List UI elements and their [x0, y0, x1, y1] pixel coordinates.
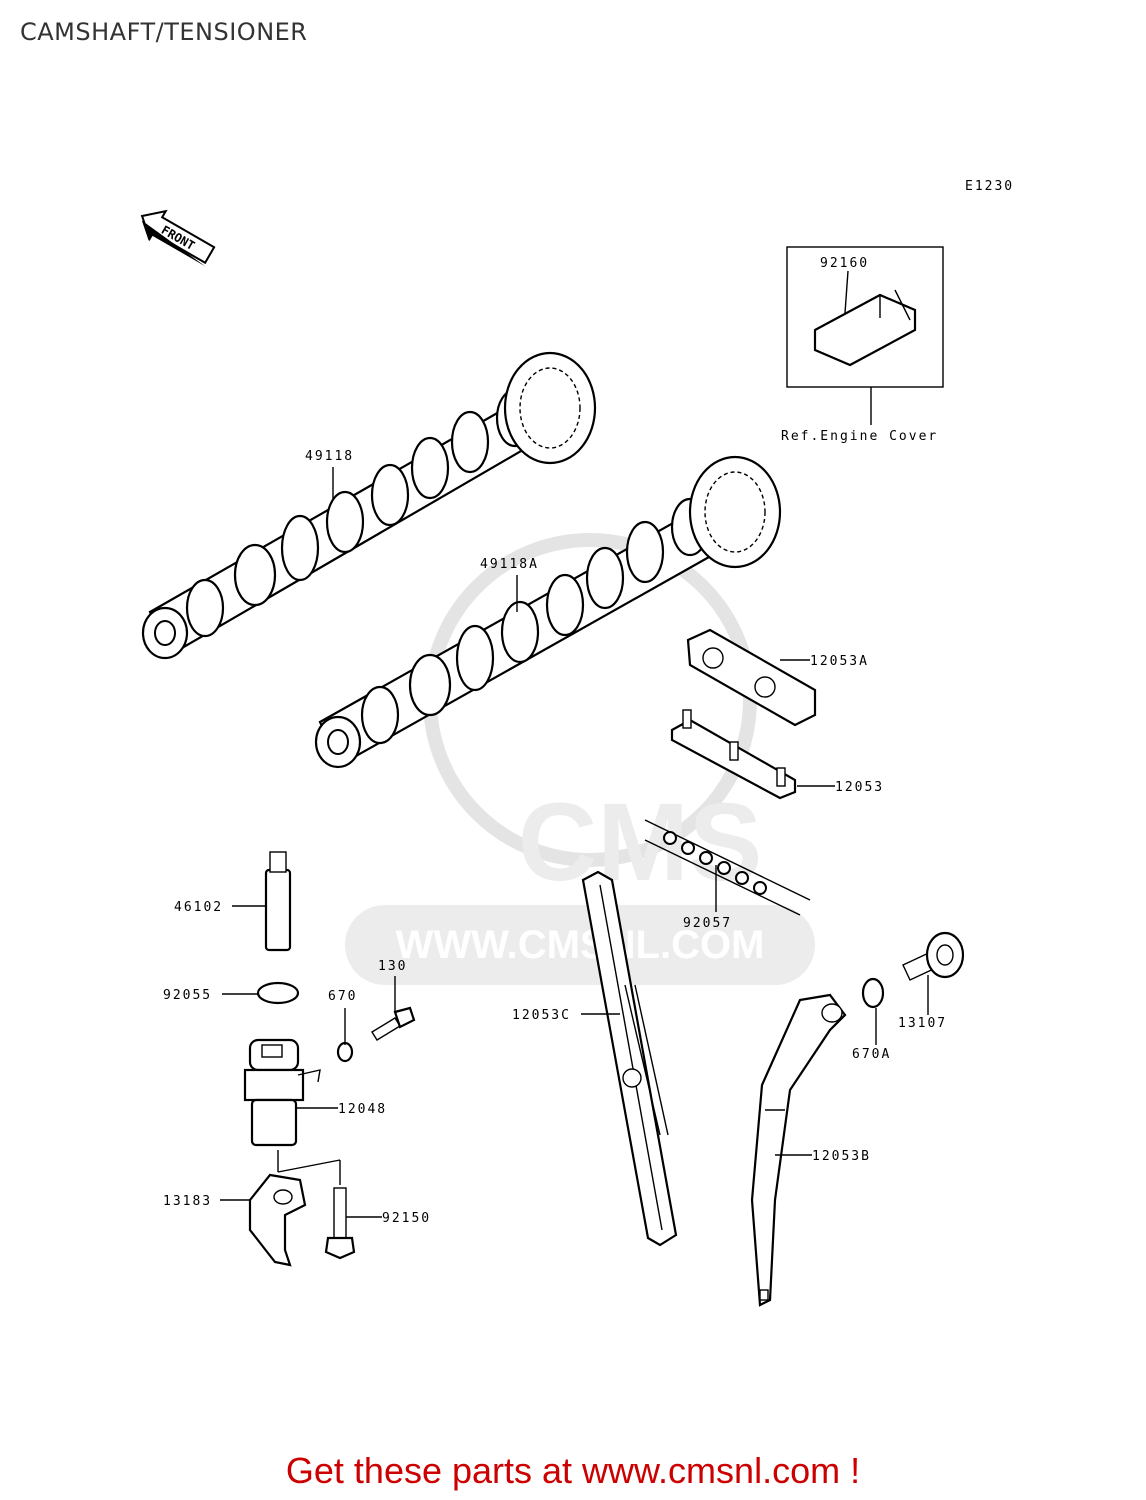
footer-cta[interactable]: Get these parts at www.cmsnl.com !	[285, 1450, 861, 1491]
tensioner-rod-46102	[264, 851, 292, 952]
part-label-12053: 12053	[835, 780, 884, 795]
bolt-92150	[324, 1187, 356, 1260]
front-arrow-icon: FRONT	[140, 209, 216, 267]
tensioner-body-12048	[243, 1038, 321, 1147]
part-label-12053B: 12053B	[812, 1149, 871, 1164]
chain-guide-12053	[670, 709, 797, 800]
chain-guide-12053B	[750, 993, 847, 1307]
part-label-12048: 12048	[338, 1102, 387, 1117]
watermark-url: WWW.CMSNL.COM	[396, 923, 765, 967]
camshaft-49118A	[314, 455, 782, 769]
o-ring-670	[336, 1041, 354, 1063]
part-label-670: 670	[328, 989, 357, 1004]
gasket-13183	[248, 1173, 307, 1267]
part-label-12053C: 12053C	[512, 1008, 571, 1023]
watermark-logo: CMS	[518, 781, 762, 904]
part-label-92057: 92057	[683, 916, 732, 931]
part-label-49118: 49118	[305, 449, 354, 464]
part-label-130: 130	[378, 959, 407, 974]
ref-box: 92160 Ref.Engine Cover	[781, 246, 944, 444]
part-label-92150: 92150	[382, 1211, 431, 1226]
pivot-bolt-13107	[902, 931, 965, 981]
part-label-13183: 13183	[163, 1194, 212, 1209]
part-label-670A: 670A	[852, 1047, 891, 1062]
part-label-92055: 92055	[163, 988, 212, 1003]
part-label-12053A: 12053A	[810, 654, 869, 669]
part-label-92160: 92160	[820, 256, 869, 271]
part-label-46102: 46102	[174, 900, 223, 915]
cam-chain-92057	[644, 819, 811, 916]
chain-guide-12053C	[581, 870, 678, 1247]
o-ring-670A	[861, 977, 885, 1009]
chain-guide-12053A	[686, 628, 817, 727]
part-label-49118A: 49118A	[480, 557, 539, 572]
bolt-130	[371, 1006, 416, 1041]
ref-label: Ref.Engine Cover	[781, 429, 938, 444]
sealant-tube-icon	[813, 289, 917, 367]
o-ring-92055	[256, 981, 300, 1005]
page-title: CAMSHAFT/TENSIONER	[20, 18, 308, 46]
diagram-code: E1230	[965, 179, 1014, 194]
camshaft-49118	[141, 351, 597, 660]
part-label-13107: 13107	[898, 1016, 947, 1031]
